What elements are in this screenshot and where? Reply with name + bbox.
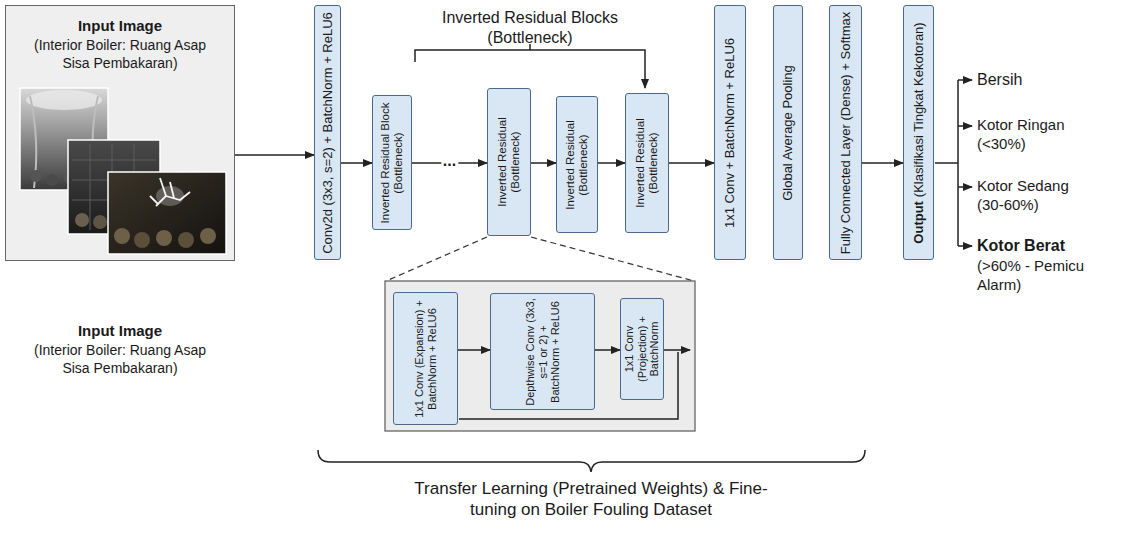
layer-text: Inverted Residual (Bottleneck): [564, 120, 589, 210]
layer-text: 1x1 Conv (Projection) + BatchNorm: [623, 316, 660, 382]
layer-text: Output: [910, 201, 925, 244]
group-label: Inverted Residual Blocks (Bottleneck): [430, 8, 630, 48]
image-subtitle: (Interior Boiler: Ruang Asap Sisa Pembak…: [20, 342, 220, 377]
layer-text: Conv2d (3x3, s=2) + BatchNorm + ReLU6: [319, 12, 334, 254]
flow-arrow: [598, 162, 625, 164]
layer-text: 1x1 Conv + BatchNorm + ReLU6: [722, 37, 737, 227]
rotated-text: Depthwise Conv (3x3, s=1 or 2) + BatchNo…: [524, 297, 562, 406]
rotated-text: Inverted Residual (Bottleneck): [564, 100, 590, 229]
layer-text: Fully Connected Layer (Dense) + Softmax: [837, 11, 852, 253]
block-out-arrow: [664, 349, 690, 351]
flow-arrow: [595, 349, 620, 351]
class-label: Kotor Ringan (<30%): [977, 116, 1089, 154]
conv-layer: 1x1 Conv + BatchNorm + ReLU6: [714, 5, 746, 260]
bottleneck-block: Inverted Residual (Bottleneck): [556, 96, 598, 233]
skip-bracket: [415, 50, 645, 88]
flow-arrow: [341, 162, 372, 164]
layer-text: Inverted Residual Block (Bottleneck): [379, 102, 404, 223]
layer-text: Inverted Residual (Bottleneck): [496, 117, 521, 207]
layer-text: (Klasifikasi Tingkat Kekotoran): [910, 22, 925, 197]
brace: [318, 450, 865, 472]
rotated-text: Inverted Residual (Bottleneck): [496, 92, 522, 232]
class-label: Kotor Sedang (30-60%): [977, 177, 1089, 215]
rotated-text: Output (Klasifikasi Tingkat Kekotoran): [911, 9, 926, 256]
flow-arrow: [531, 162, 556, 164]
bottleneck-block: Inverted Residual (Bottleneck): [487, 88, 531, 236]
rotated-text: 1x1 Conv (Projection) + BatchNorm: [623, 302, 661, 396]
rotated-text: 1x1 Conv + BatchNorm + ReLU6: [723, 9, 738, 256]
flow-arrow: [862, 162, 903, 164]
branch-arrow: [958, 245, 972, 247]
flow-arrow: [235, 154, 314, 156]
class-label: Bersih: [977, 70, 1127, 90]
panel-ground: [5, 5, 235, 261]
dense-layer: Fully Connected Layer (Dense) + Softmax: [829, 5, 862, 260]
rotated-text: 1x1 Conv (Expansion) + BatchNorm + ReLU6: [413, 296, 438, 421]
flow-arrow: [669, 162, 714, 164]
projection-conv: 1x1 Conv (Projection) + BatchNorm: [620, 298, 664, 400]
branch-line: [957, 80, 959, 246]
class-label: Kotor Berat: [977, 236, 1127, 256]
edge-label: ...: [441, 153, 458, 169]
rotated-text: Global Average Pooling: [781, 9, 796, 256]
branch-line: [935, 162, 958, 164]
branch-arrow: [958, 79, 972, 81]
footnote-label: Transfer Learning (Pretrained Weights) &…: [406, 478, 776, 521]
zoom-lines: [386, 237, 694, 281]
rotated-text: Conv2d (3x3, s=2) + BatchNorm + ReLU6: [320, 9, 335, 256]
class-label: (>60% - Pemicu Alarm): [977, 257, 1127, 295]
expansion-conv: 1x1 Conv (Expansion) + BatchNorm + ReLU6: [393, 292, 458, 425]
output-layer: Output (Klasifikasi Tingkat Kekotoran): [903, 5, 934, 260]
panel-subtitle: (Interior Boiler: Ruang Asap Sisa Pembak…: [16, 36, 224, 72]
branch-arrow: [958, 125, 972, 127]
bottleneck-block: Inverted Residual (Bottleneck): [625, 93, 669, 233]
flow-arrow: [458, 349, 490, 351]
branch-arrow: [958, 186, 972, 188]
input-panel: Input Image(Interior Boiler: Ruang Asap …: [5, 5, 235, 261]
panel-title: Input Image: [16, 16, 224, 36]
layer-text: 1x1 Conv (Expansion) + BatchNorm + ReLU6: [413, 300, 438, 418]
image-title: Input Image: [20, 322, 220, 341]
rotated-text: Inverted Residual (Bottleneck): [634, 97, 660, 229]
pooling-layer: Global Average Pooling: [773, 5, 803, 260]
bottleneck-block: Inverted Residual Block (Bottleneck): [372, 95, 412, 230]
layer-text: Global Average Pooling: [780, 65, 795, 201]
layer-text: Depthwise Conv (3x3, s=1 or 2) + BatchNo…: [524, 298, 561, 406]
rotated-text: Fully Connected Layer (Dense) + Softmax: [838, 9, 853, 256]
boiler-photo: [108, 172, 226, 254]
rotated-text: Inverted Residual Block (Bottleneck): [379, 99, 405, 226]
conv-layer: Conv2d (3x3, s=2) + BatchNorm + ReLU6: [314, 5, 341, 260]
layer-text: Inverted Residual (Bottleneck): [634, 118, 659, 208]
depthwise-conv: Depthwise Conv (3x3, s=1 or 2) + BatchNo…: [490, 293, 595, 410]
inset-panel: [385, 281, 695, 431]
